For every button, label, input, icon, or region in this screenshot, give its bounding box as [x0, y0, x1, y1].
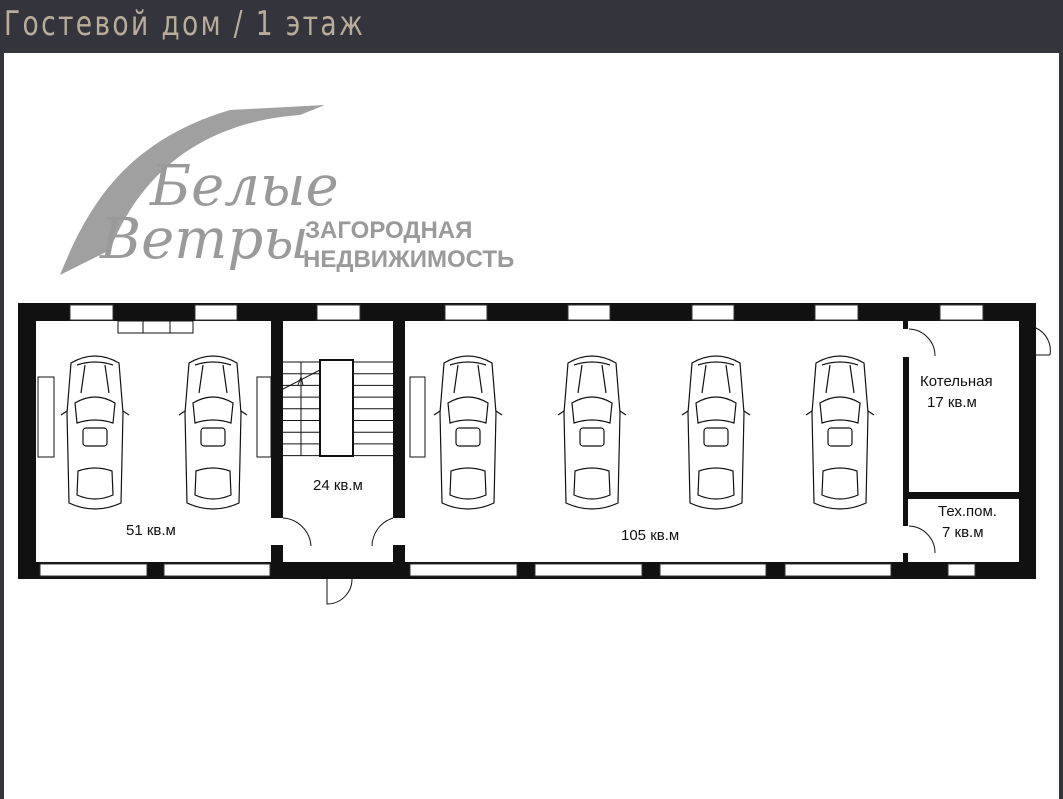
- door-arc: [908, 328, 936, 357]
- windows: [39, 304, 984, 577]
- room-area-boiler: 17 кв.м: [927, 394, 977, 411]
- window: [163, 563, 271, 577]
- window: [39, 563, 148, 577]
- stair-core: [319, 359, 354, 457]
- car: [60, 355, 130, 510]
- room-area-garage-main: 105 кв.м: [621, 527, 679, 544]
- window: [69, 304, 114, 321]
- page-title: Гостевой дом / 1 этаж: [4, 4, 366, 44]
- window: [534, 563, 643, 577]
- logo-line1: Белые: [149, 154, 339, 219]
- logo-swoosh: [60, 105, 325, 275]
- cars: [60, 355, 875, 510]
- window: [947, 563, 976, 577]
- window: [691, 304, 735, 321]
- car: [681, 355, 751, 510]
- window: [194, 304, 238, 321]
- logo-tagline2: НЕДВИЖИМОСТЬ: [303, 246, 514, 273]
- room-area-garage-left: 51 кв.м: [126, 522, 176, 539]
- walls: [18, 303, 1036, 579]
- floor-plan-canvas: [4, 53, 1059, 799]
- window: [409, 563, 518, 577]
- door-arc: [371, 517, 394, 547]
- staircase: [282, 359, 393, 457]
- logo-tagline1: ЗАГОРОДНАЯ: [305, 217, 472, 244]
- logo-line2: Ветры: [99, 207, 309, 272]
- logo: Белые Ветры ЗАГОРОДНАЯ НЕДВИЖИМОСТЬ: [60, 105, 514, 275]
- workbench: [409, 376, 426, 458]
- room-name-technical: Тех.пом.: [938, 503, 997, 520]
- window: [567, 304, 611, 321]
- stair-arrow: [282, 369, 321, 390]
- car: [805, 355, 875, 510]
- workbench: [37, 376, 55, 458]
- shelf: [117, 320, 194, 334]
- header: Гостевой дом / 1 этаж: [0, 0, 1063, 52]
- room-labels: 51 кв.м 24 кв.м 105 кв.м Котельная 17 кв…: [126, 373, 997, 544]
- room-area-technical: 7 кв.м: [942, 524, 984, 541]
- car: [557, 355, 627, 510]
- door-arc: [1021, 327, 1051, 356]
- car: [178, 355, 248, 510]
- window: [814, 304, 859, 321]
- window: [784, 563, 892, 577]
- window: [659, 563, 767, 577]
- window: [444, 304, 488, 321]
- car: [433, 355, 503, 510]
- room-name-boiler: Котельная: [920, 373, 993, 390]
- window: [316, 304, 361, 321]
- window: [939, 304, 984, 321]
- doors: [37, 320, 1051, 605]
- door-arc: [326, 578, 353, 605]
- door-arc: [282, 517, 312, 547]
- door-arc: [908, 525, 936, 554]
- room-area-stairhall: 24 кв.м: [313, 477, 363, 494]
- workbench: [256, 376, 272, 458]
